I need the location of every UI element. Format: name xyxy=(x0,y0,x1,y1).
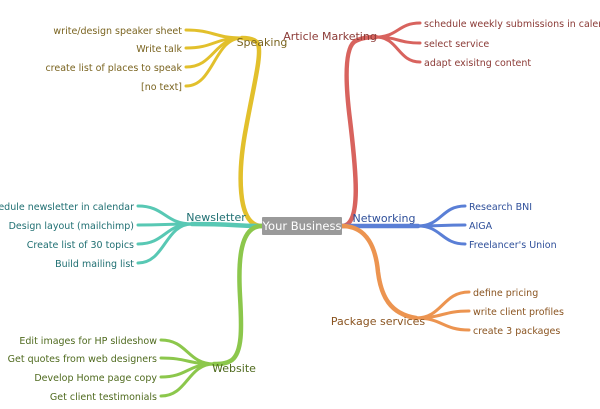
leaf-connector-website-4 xyxy=(159,362,216,398)
leaf-networking-1[interactable]: Research BNI xyxy=(469,202,532,213)
connector-website xyxy=(211,223,265,367)
leaf-connector-newsletter-4 xyxy=(136,222,194,265)
leaf-connectors xyxy=(136,21,471,398)
leaf-connector-speaking-4 xyxy=(184,36,244,88)
connector-newsletter xyxy=(189,221,265,229)
leaf-package-1[interactable]: define pricing xyxy=(473,288,538,299)
leaf-speaking-3[interactable]: create list of places to speak xyxy=(45,63,182,74)
leaf-article-3[interactable]: adapt exisitng content xyxy=(424,58,531,69)
leaf-connector-package-3 xyxy=(414,316,471,332)
leaf-networking-2[interactable]: AIGA xyxy=(469,221,493,232)
leaf-article-1[interactable]: schedule weekly submissions in calendar xyxy=(424,19,600,30)
leaf-article-2[interactable]: select service xyxy=(424,39,489,50)
leaf-connector-networking-1 xyxy=(416,204,467,228)
leaf-newsletter-2[interactable]: Design layout (mailchimp) xyxy=(9,221,134,232)
leaf-connector-article-3 xyxy=(374,35,422,64)
branch-label-website[interactable]: Website xyxy=(212,362,256,375)
connector-package xyxy=(339,223,419,321)
leaf-connector-speaking-1 xyxy=(184,28,244,40)
branch-label-package[interactable]: Package services xyxy=(331,315,425,328)
connector-speaking xyxy=(238,35,265,229)
connector-article xyxy=(339,34,379,229)
center-node[interactable]: Your Business xyxy=(262,217,342,235)
leaf-newsletter-4[interactable]: Build mailing list xyxy=(55,259,134,270)
branch-label-newsletter[interactable]: Newsletter xyxy=(186,211,246,224)
leaf-networking-3[interactable]: Freelancer's Union xyxy=(469,240,557,251)
leaf-connector-newsletter-1 xyxy=(136,204,194,226)
leaf-connector-networking-3 xyxy=(416,224,467,246)
leaf-website-2[interactable]: Get quotes from web designers xyxy=(8,354,157,365)
leaf-speaking-1[interactable]: write/design speaker sheet xyxy=(53,26,182,37)
branch-label-networking[interactable]: Networking xyxy=(353,212,416,225)
leaf-website-4[interactable]: Get client testimonials xyxy=(50,392,157,403)
center-node-box xyxy=(262,217,342,235)
leaf-speaking-2[interactable]: Write talk xyxy=(136,44,182,55)
leaf-newsletter-1[interactable]: Schedule newsletter in calendar xyxy=(0,202,134,213)
leaf-website-1[interactable]: Edit images for HP slideshow xyxy=(19,336,157,347)
branch-label-speaking[interactable]: Speaking xyxy=(237,36,288,49)
leaf-connector-article-1 xyxy=(374,21,422,39)
leaf-newsletter-3[interactable]: Create list of 30 topics xyxy=(27,240,134,251)
leaf-speaking-4[interactable]: [no text] xyxy=(141,82,182,93)
branch-label-article[interactable]: Article Marketing xyxy=(283,30,377,43)
leaf-package-2[interactable]: write client profiles xyxy=(473,307,564,318)
leaf-package-3[interactable]: create 3 packages xyxy=(473,326,560,337)
branch-connectors xyxy=(189,34,421,367)
leaf-website-3[interactable]: Develop Home page copy xyxy=(34,373,157,384)
center-node-label: Your Business xyxy=(262,219,342,233)
